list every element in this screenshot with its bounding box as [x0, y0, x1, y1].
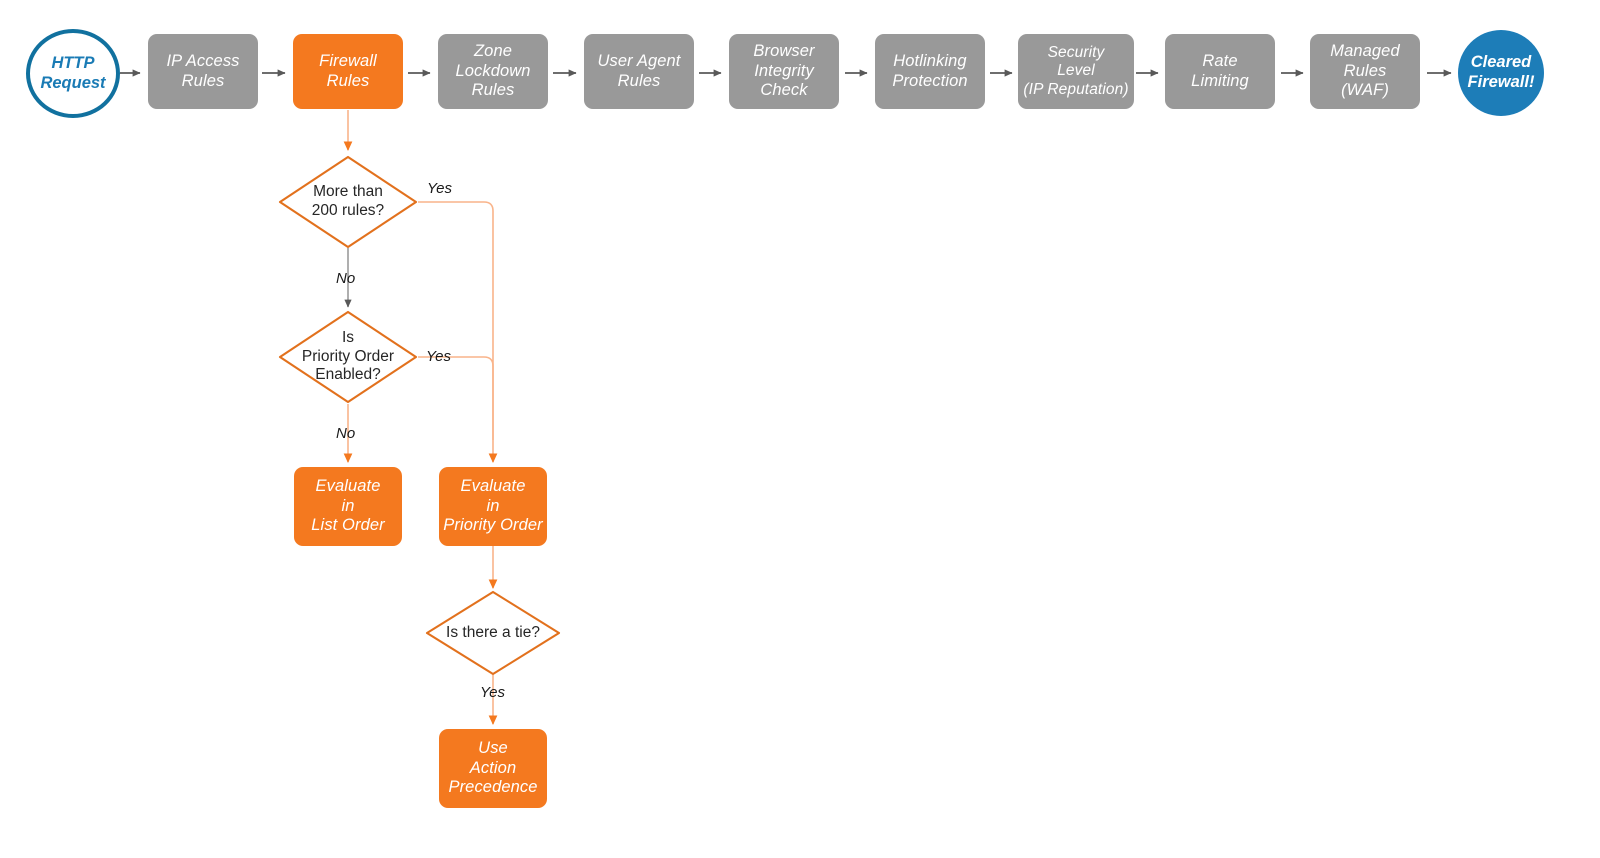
node-hotlinking-protection[interactable]: Hotlinking Protection [875, 34, 985, 109]
node-label: HTTP Request [40, 53, 106, 92]
node-ip-access-rules[interactable]: IP Access Rules [148, 34, 258, 109]
node-firewall-rules[interactable]: Firewall Rules [293, 34, 403, 109]
node-browser-integrity-check[interactable]: Browser Integrity Check [729, 34, 839, 109]
node-label: Rate Limiting [1191, 52, 1249, 90]
node-http-request[interactable]: HTTP Request [26, 29, 120, 118]
decision-label: Is there a tie? [446, 623, 540, 641]
edge-label-yes-tie: Yes [480, 684, 506, 701]
node-evaluate-in-priority-order[interactable]: Evaluate in Priority Order [439, 467, 547, 546]
node-label: Firewall Rules [319, 52, 377, 90]
diamond-outline [278, 310, 418, 404]
node-label: Evaluate in List Order [311, 477, 385, 535]
diamond-outline [278, 155, 418, 249]
node-label: IP Access Rules [166, 52, 240, 90]
node-label: Zone Lockdown Rules [455, 42, 531, 100]
node-label: Cleared Firewall! [1467, 53, 1535, 91]
node-evaluate-in-list-order[interactable]: Evaluate in List Order [294, 467, 402, 546]
edge-label-yes-more-than-200: Yes [427, 180, 453, 197]
node-label: Hotlinking Protection [892, 52, 968, 90]
decision-is-there-a-tie[interactable]: Is there a tie? [424, 589, 562, 677]
node-label: Browser Integrity Check [753, 42, 815, 100]
edge-label-yes-priority-order: Yes [426, 348, 452, 365]
node-cleared-firewall[interactable]: Cleared Firewall! [1458, 30, 1544, 116]
node-label: Evaluate in Priority Order [443, 477, 543, 535]
node-rate-limiting[interactable]: Rate Limiting [1165, 34, 1275, 109]
edge-label-no-priority-order: No [336, 425, 356, 442]
edge-label-no-more-than-200: No [336, 270, 356, 287]
decision-is-priority-order-enabled[interactable]: Is Priority Order Enabled? [277, 309, 419, 405]
decision-more-than-200-rules[interactable]: More than 200 rules? [277, 154, 419, 250]
diamond-outline [425, 590, 561, 676]
node-label: Security Level (IP Reputation) [1023, 44, 1129, 98]
node-security-level[interactable]: Security Level (IP Reputation) [1018, 34, 1134, 109]
node-label: Managed Rules (WAF) [1330, 42, 1400, 100]
node-label: User Agent Rules [597, 52, 681, 90]
node-zone-lockdown-rules[interactable]: Zone Lockdown Rules [438, 34, 548, 109]
node-managed-rules-waf[interactable]: Managed Rules (WAF) [1310, 34, 1420, 109]
decision-label: Is Priority Order Enabled? [301, 329, 395, 384]
decision-label: More than 200 rules? [311, 183, 385, 219]
node-use-action-precedence[interactable]: Use Action Precedence [439, 729, 547, 808]
node-label: Use Action Precedence [448, 739, 538, 797]
node-user-agent-rules[interactable]: User Agent Rules [584, 34, 694, 109]
